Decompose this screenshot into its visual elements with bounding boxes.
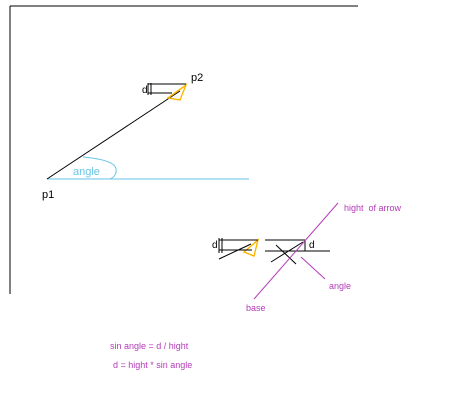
angle-pointer-line (300, 256, 326, 280)
detail-cross-line-2 (270, 241, 304, 263)
formula-line-2: d = hight * sin angle (113, 360, 192, 370)
base-label: base (246, 303, 266, 313)
arrowhead-triangle (166, 83, 188, 101)
detail-angle-label: angle (329, 281, 351, 291)
line-p1-p2 (46, 90, 181, 180)
formula-line-1: sin angle = d / hight (110, 341, 189, 351)
point-p2-label: p2 (191, 72, 203, 84)
point-p1-label: p1 (42, 189, 54, 201)
offset-d-label: d (142, 85, 148, 96)
angle-arc (82, 156, 117, 180)
height-of-arrow-label: hight of arrow (344, 203, 402, 213)
detail-left-arrow-shaft (218, 243, 252, 260)
formulas: sin angle = d / hight d = hight * sin an… (110, 341, 192, 370)
top-figure: angle d p1 p2 (42, 72, 249, 201)
detail-figure: d d hight of arrow angle base (212, 202, 402, 313)
detail-offset-d-right-label: d (309, 240, 315, 251)
detail-cross-line-1 (275, 244, 297, 265)
detail-offset-d-left-label: d (212, 240, 218, 251)
angle-label: angle (73, 166, 100, 178)
height-of-arrow-line (253, 202, 339, 300)
detail-left-arrowhead (242, 238, 260, 257)
